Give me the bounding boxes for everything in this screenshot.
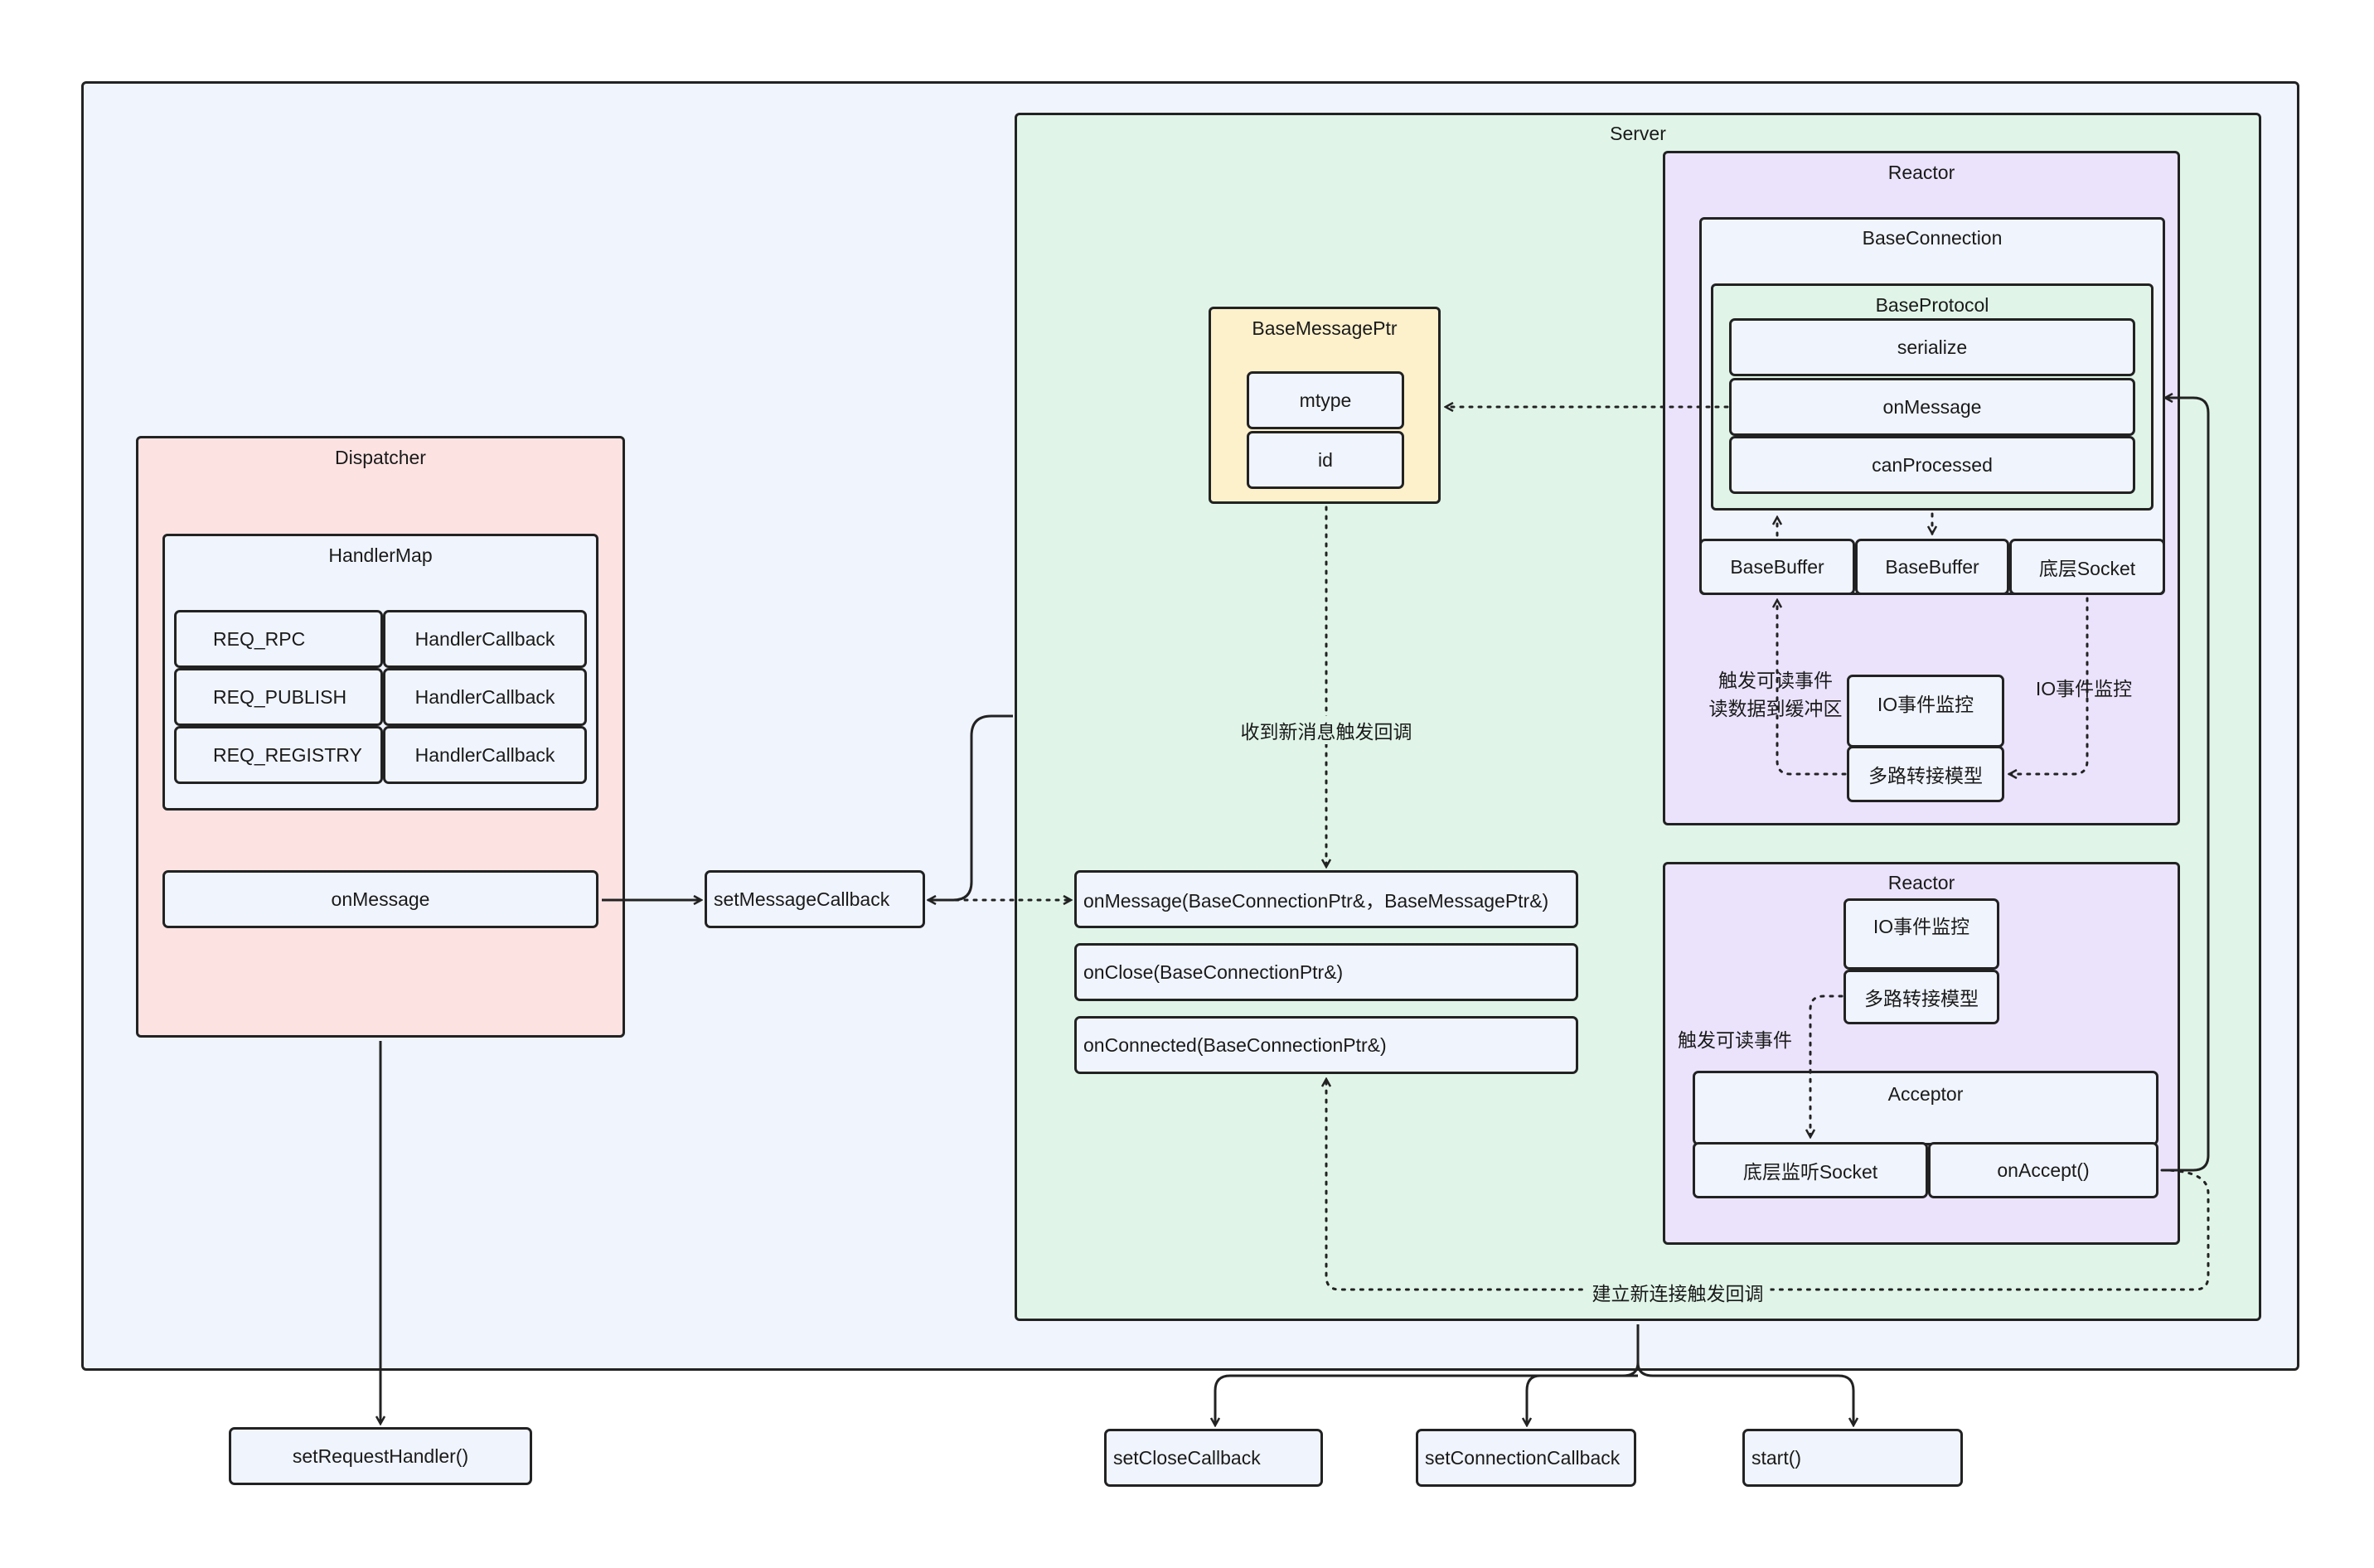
server-onclose-callback: onClose(BaseConnectionPtr&) [1074,943,1578,1001]
api-set-request-handler: setRequestHandler() [229,1427,532,1485]
reactor-top-multiplex-model: 多路转接模型 [1847,746,2004,802]
id-field: id [1247,431,1404,489]
mtype-field: mtype [1247,371,1404,429]
api-set-close-callback: setCloseCallback [1104,1429,1323,1487]
protocol-onmessage-item: onMessage [1729,378,2135,436]
dispatcher-onmessage: onMessage [162,870,598,928]
listen-socket: 底层监听Socket [1693,1142,1928,1198]
base-connection-title: BaseConnection [1862,227,2003,249]
arrow-to-start [1636,1362,1853,1425]
trigger-label-line1: 触发可读事件 [1718,670,1833,691]
reactor-bottom-trigger-label: 触发可读事件 [1678,1029,1792,1051]
reactor-top-io-monitor-label: IO事件监控 [1877,694,1974,715]
reactor-bottom-io-monitor-label: IO事件监控 [1873,916,1970,937]
serialize-item: serialize [1729,318,2135,376]
acceptor-container: Acceptor [1693,1071,2158,1145]
handler-type-label: REQ_REGISTRY [213,743,362,766]
reactor-top-io-label: IO事件监控 [2035,678,2133,699]
handler-callback-publish: HandlerCallback [383,668,587,726]
server-onmessage-callback: onMessage(BaseConnectionPtr&，BaseMessage… [1074,870,1578,928]
reactor-bottom-title: Reactor [1887,872,1955,893]
handler-type-label: REQ_RPC [213,627,306,650]
server-onconnected-callback: onConnected(BaseConnectionPtr&) [1074,1016,1578,1074]
canprocessed-item: canProcessed [1729,436,2135,494]
handler-map-title: HandlerMap [328,544,433,566]
reactor-top-title: Reactor [1887,162,1955,183]
handler-type-req-rpc: REQ_RPC [174,610,383,668]
api-start: start() [1742,1429,1963,1487]
on-accept: onAccept() [1928,1142,2158,1198]
base-buffer-read: BaseBuffer [1699,539,1855,595]
trigger-label-line2: 读数据到缓冲区 [1708,698,1843,719]
arrow-to-setclosecallback [1215,1374,1623,1425]
set-message-callback: setMessageCallback [705,870,925,928]
server-title: Server [1610,123,1666,144]
reactor-top-io-monitor: IO事件监控 [1847,675,2004,748]
arrow-to-setconnectioncallback [1527,1374,1638,1425]
handler-type-req-registry: REQ_REGISTRY [174,726,383,784]
api-set-connection-callback: setConnectionCallback [1416,1429,1636,1487]
base-protocol-title: BaseProtocol [1875,294,1989,316]
dispatcher-title: Dispatcher [335,447,426,468]
new-message-label: 收到新消息触发回调 [1233,716,1419,744]
handler-callback-registry: HandlerCallback [383,726,587,784]
reactor-bottom-io-monitor: IO事件监控 [1843,898,1999,970]
reactor-bottom-multiplex-model: 多路转接模型 [1843,970,1999,1024]
handler-callback-rpc: HandlerCallback [383,610,587,668]
base-message-ptr-title: BaseMessagePtr [1252,317,1398,339]
base-buffer-write: BaseBuffer [1855,539,2009,595]
new-connection-label: 建立新连接触发回调 [1585,1278,1771,1306]
reactor-top-trigger-label: 触发可读事件 读数据到缓冲区 [1709,666,1843,723]
acceptor-title: Acceptor [1887,1083,1964,1105]
handler-type-req-publish: REQ_PUBLISH [174,668,383,726]
underlying-socket: 底层Socket [2009,539,2165,595]
handler-type-label: REQ_PUBLISH [213,685,347,708]
